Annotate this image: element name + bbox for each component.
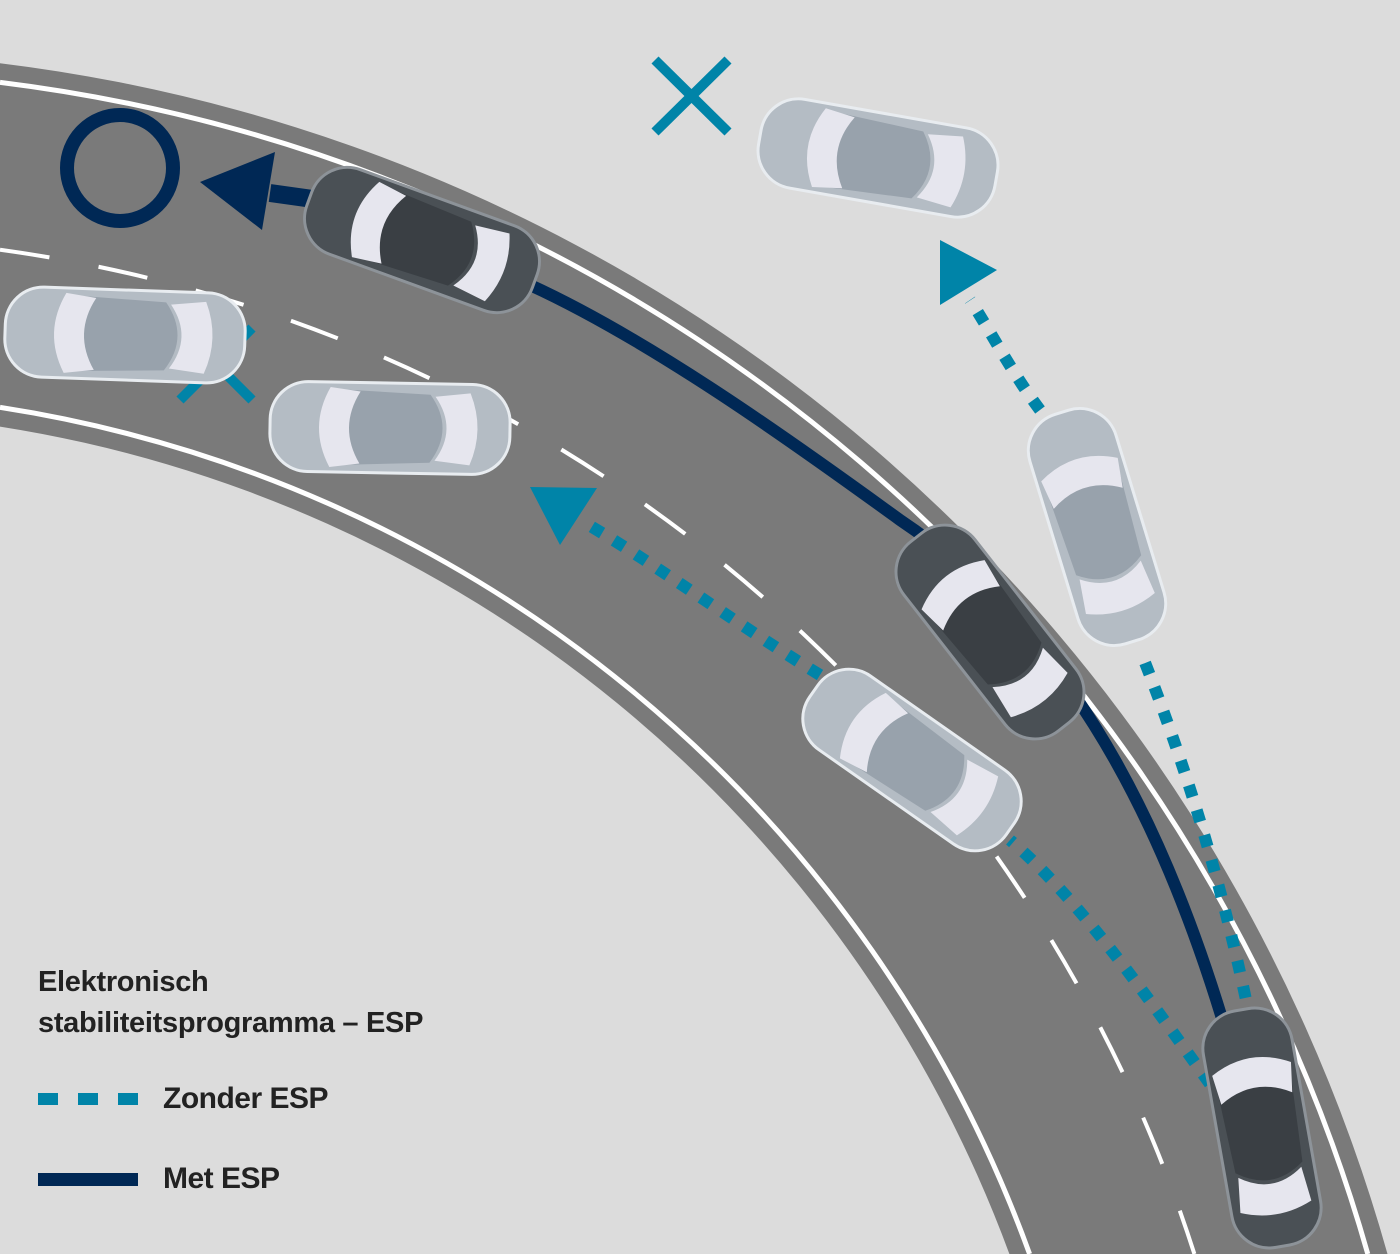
road-surface (0, 63, 1388, 1254)
outer-edge-line (0, 79, 1371, 1254)
solid-line-swatch-icon (38, 1173, 138, 1186)
legend-title-line2: stabiliteitsprogramma – ESP (38, 1007, 424, 1039)
legend-title-line1: Elektronisch (38, 966, 209, 998)
car-without-esp-oncoming-lane (2, 284, 248, 386)
inner-edge-line (0, 404, 1032, 1254)
arrow-head-outer-icon (940, 240, 997, 305)
arrow-head-inner-icon (530, 487, 597, 545)
legend-item-without-esp: Zonder ESP (38, 1082, 329, 1116)
curved-road (0, 63, 1388, 1254)
skid-path-inner (1006, 835, 1230, 1109)
car-without-esp-spun (267, 379, 513, 477)
legend: Elektronisch stabiliteitsprogramma – ESP… (38, 962, 424, 1195)
legend-label-with-esp: Met ESP (163, 1162, 280, 1195)
legend-item-with-esp: Met ESP (38, 1162, 280, 1196)
car-without-esp-offroad (750, 91, 1006, 225)
cross-icon (651, 56, 732, 136)
dashed-line-swatch-icon (38, 1093, 138, 1105)
arrow-head-esp-icon (200, 152, 275, 230)
success-circle-icon (60, 108, 180, 228)
center-dashed-line (0, 247, 1197, 1254)
skid-path-outer-2 (965, 296, 1045, 414)
legend-label-without-esp: Zonder ESP (163, 1082, 329, 1115)
